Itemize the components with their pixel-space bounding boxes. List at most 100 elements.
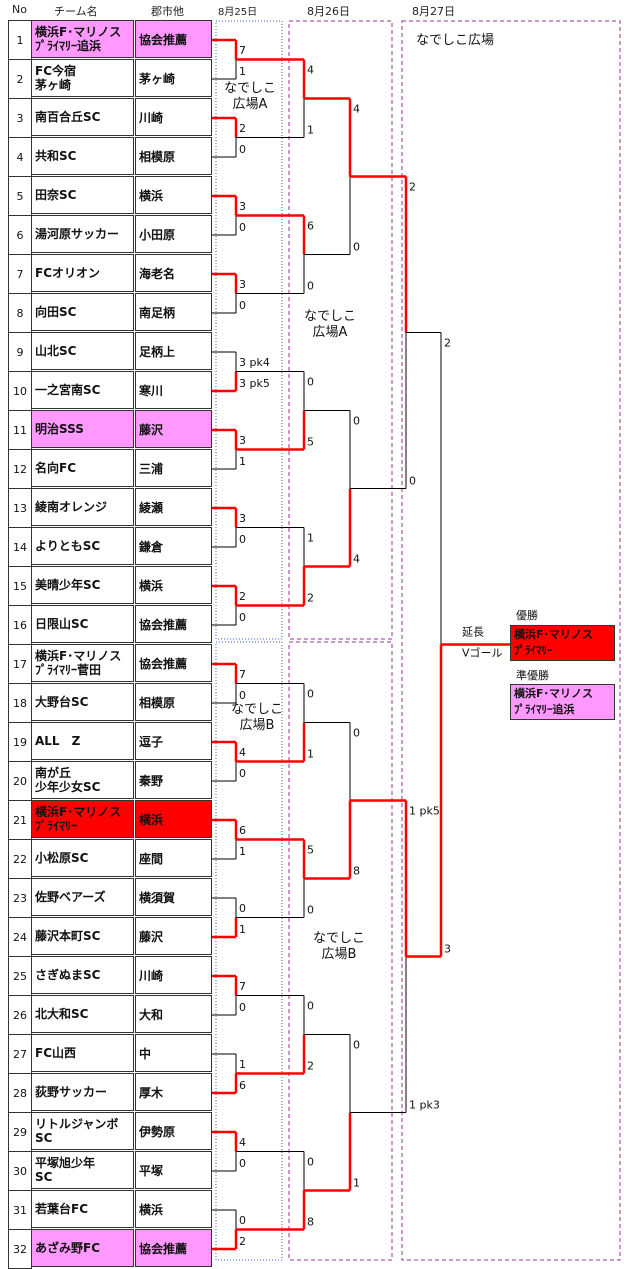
r1-match-score-upper: 0	[239, 902, 246, 915]
r1-match-score-lower: 3 pk5	[239, 377, 270, 390]
team-name: 若葉台FC	[31, 1190, 134, 1228]
team-city: 協会推薦	[135, 644, 212, 682]
team-city: 横浜	[135, 176, 212, 214]
team-city: 相模原	[135, 137, 212, 175]
r2-match-score-lower: 1	[307, 748, 314, 761]
team-name: 美晴少年SC	[31, 566, 134, 604]
champion-box: 横浜F･マリノス ﾌﾟﾗｲﾏﾘｰ	[510, 625, 615, 661]
team-name: 明治SSS	[31, 410, 134, 448]
r2-match-score-lower: 2	[307, 592, 314, 605]
r1-match-score-lower: 1	[239, 65, 246, 78]
r1-match-score-upper: 6	[239, 824, 246, 837]
r1-match-score-lower: 1	[239, 455, 246, 468]
team-name: よりともSC	[31, 527, 134, 565]
venue-box-day1-b	[215, 641, 283, 1261]
r1-match-score-upper: 4	[239, 746, 246, 759]
team-name: 向田SC	[31, 293, 134, 331]
team-name: あざみ野FC	[31, 1229, 134, 1267]
team-name: 荻野サッカー	[31, 1073, 134, 1111]
r2-match-score-lower: 0	[307, 280, 314, 293]
r1-match-score-lower: 0	[239, 767, 246, 780]
team-city: 川崎	[135, 98, 212, 136]
team-name: 小松原SC	[31, 839, 134, 877]
r1-match-score-upper: 7	[239, 44, 246, 57]
r2-match-score-lower: 1	[307, 124, 314, 137]
team-city: 南足柄	[135, 293, 212, 331]
team-name: さぎぬまSC	[31, 956, 134, 994]
r3-match-score-lower: 8	[353, 865, 360, 878]
header-team: チーム名	[54, 5, 98, 18]
r3-match-score-upper: 4	[353, 103, 360, 116]
r2-match-score-upper: 5	[307, 844, 314, 857]
r1-match-score-lower: 0	[239, 221, 246, 234]
team-city: 平塚	[135, 1151, 212, 1189]
r1-match-score-lower: 0	[239, 689, 246, 702]
team-city: 横浜	[135, 566, 212, 604]
venue-box-day3	[401, 20, 621, 1261]
r2-match-score-upper: 4	[307, 64, 314, 77]
team-name: FC山西	[31, 1034, 134, 1072]
team-name: FCオリオン	[31, 254, 134, 292]
r2-match-score-upper: 0	[307, 688, 314, 701]
r2-match-score-upper: 0	[307, 1000, 314, 1013]
venue-label-r1-a: なでしこ広場A	[224, 81, 276, 112]
team-city: 足柄上	[135, 332, 212, 370]
final-match-score-lower: 3	[444, 943, 451, 956]
final-note-extra-time: 延長	[462, 626, 484, 639]
r1-match-score-upper: 7	[239, 980, 246, 993]
r1-match-score-lower: 2	[239, 1235, 246, 1248]
team-city: 中	[135, 1034, 212, 1072]
team-name: 一之宮南SC	[31, 371, 134, 409]
team-name: FC今宿 茅ヶ崎	[31, 59, 134, 97]
r2-match-score-upper: 1	[307, 532, 314, 545]
team-city: 厚木	[135, 1073, 212, 1111]
team-name: 平塚旭少年 SC	[31, 1151, 134, 1189]
venue-box-day2-b	[288, 641, 393, 1261]
team-name: ALL Z	[31, 722, 134, 760]
team-city: 綾瀬	[135, 488, 212, 526]
r3-match-score-lower: 1	[353, 1177, 360, 1190]
r1-match-score-upper: 1	[239, 1058, 246, 1071]
team-name: 田奈SC	[31, 176, 134, 214]
champion-label: 優勝	[516, 609, 538, 622]
r3-match-score-upper: 0	[353, 415, 360, 428]
runnerup-label: 準優勝	[516, 669, 549, 682]
r1-match-score-lower: 6	[239, 1079, 246, 1092]
team-city: 横浜	[135, 1190, 212, 1228]
team-city: 協会推薦	[135, 605, 212, 643]
r2-match-score-upper: 0	[307, 376, 314, 389]
r2-match-score-upper: 6	[307, 220, 314, 233]
r1-match-score-upper: 3 pk4	[239, 356, 270, 369]
team-city: 小田原	[135, 215, 212, 253]
venue-label-r1-b: なでしこ広場B	[231, 702, 283, 733]
team-name: 綾南オレンジ	[31, 488, 134, 526]
r3-match-score-upper: 0	[353, 727, 360, 740]
header-day1: 8月25日	[218, 7, 258, 18]
venue-box-day1-a	[215, 20, 283, 640]
team-name: 横浜F･マリノス ﾌﾟﾗｲﾏﾘｰ	[31, 800, 134, 838]
r1-match-score-upper: 2	[239, 590, 246, 603]
r3-match-score-lower: 4	[353, 553, 360, 566]
team-city: 横浜	[135, 800, 212, 838]
header-day2: 8月26日	[307, 5, 350, 18]
header-day3: 8月27日	[412, 5, 455, 18]
team-city: 相模原	[135, 683, 212, 721]
team-city: 鎌倉	[135, 527, 212, 565]
team-name: 日限山SC	[31, 605, 134, 643]
